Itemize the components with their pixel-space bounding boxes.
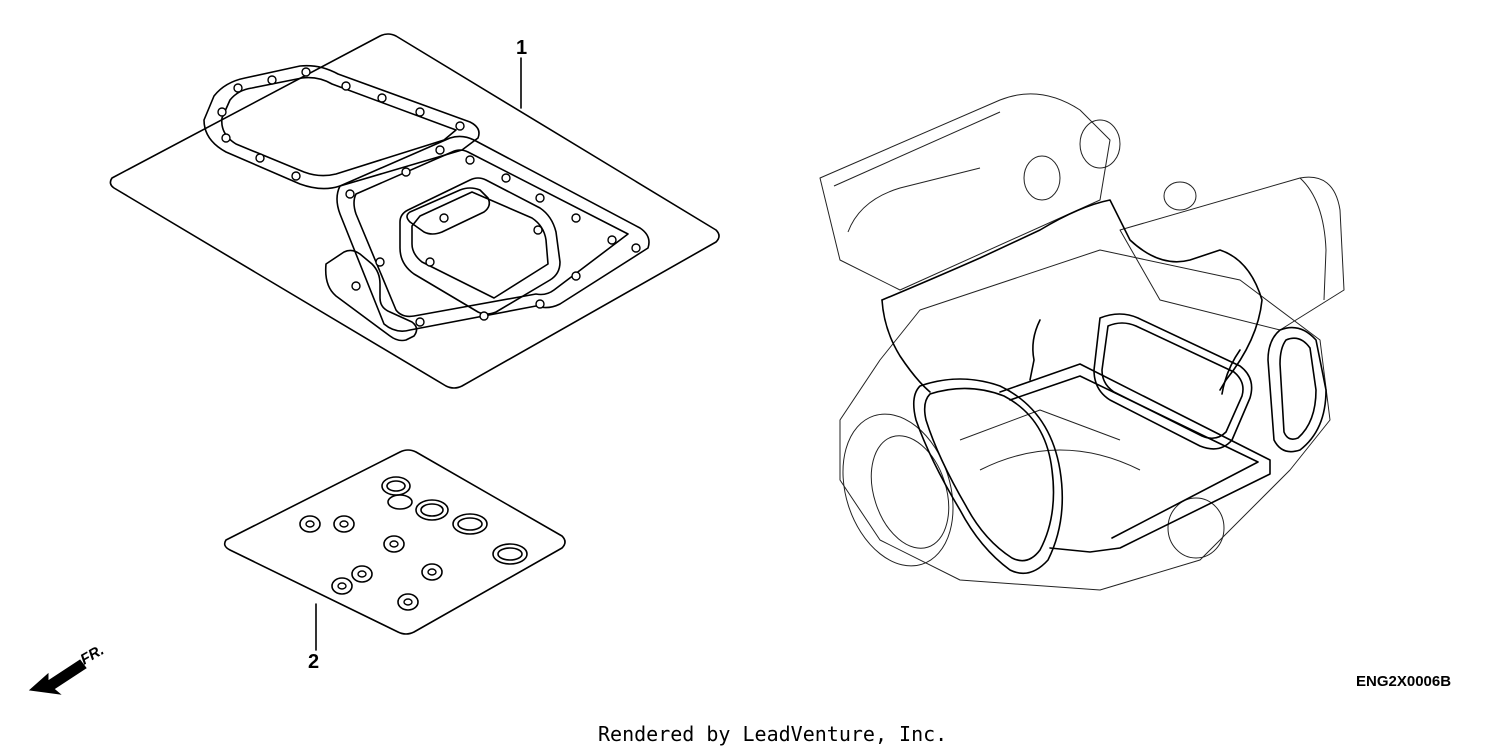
render-credit: Rendered by LeadVenture, Inc. (598, 722, 947, 746)
seal-washer (351, 565, 373, 583)
o-ring (387, 494, 413, 510)
seal-washer (333, 515, 355, 533)
oring-kit-b[interactable] (223, 449, 566, 635)
strainer-gasket (399, 177, 561, 315)
callout-2-label: 2 (308, 651, 319, 673)
callout-1[interactable]: 1 (516, 37, 527, 109)
gasket-kit-a[interactable] (109, 33, 720, 389)
seal-washer (397, 593, 419, 611)
callout-2[interactable]: 2 (308, 603, 319, 673)
side-cover-gasket (324, 249, 418, 342)
oring-kit-b-bag (223, 449, 566, 635)
callout-1-label: 1 (516, 37, 527, 59)
cover-gasket (203, 64, 480, 190)
seal-washer (299, 515, 321, 533)
engine-illustration (819, 93, 1345, 591)
drawing-code: ENG2X0006B (1356, 673, 1451, 690)
cylinder-base-gasket (881, 199, 1263, 391)
o-ring (452, 513, 488, 535)
side-cover-gasket-installed (1267, 326, 1327, 453)
front-direction-indicator: FR. (28, 642, 107, 695)
o-ring (415, 499, 449, 521)
valve-gasket (1093, 313, 1253, 450)
seal-washer (383, 535, 405, 553)
o-ring (492, 543, 528, 565)
seal-washer (331, 577, 353, 595)
seal-washer (421, 563, 443, 581)
gasket-kit-a-bag (109, 33, 720, 389)
case-gasket (912, 378, 1064, 575)
oil-pan-gasket-installed (999, 363, 1271, 553)
baffle-gasket (406, 187, 491, 235)
front-arrow-icon (28, 659, 87, 695)
oil-pan-gasket (336, 135, 650, 332)
